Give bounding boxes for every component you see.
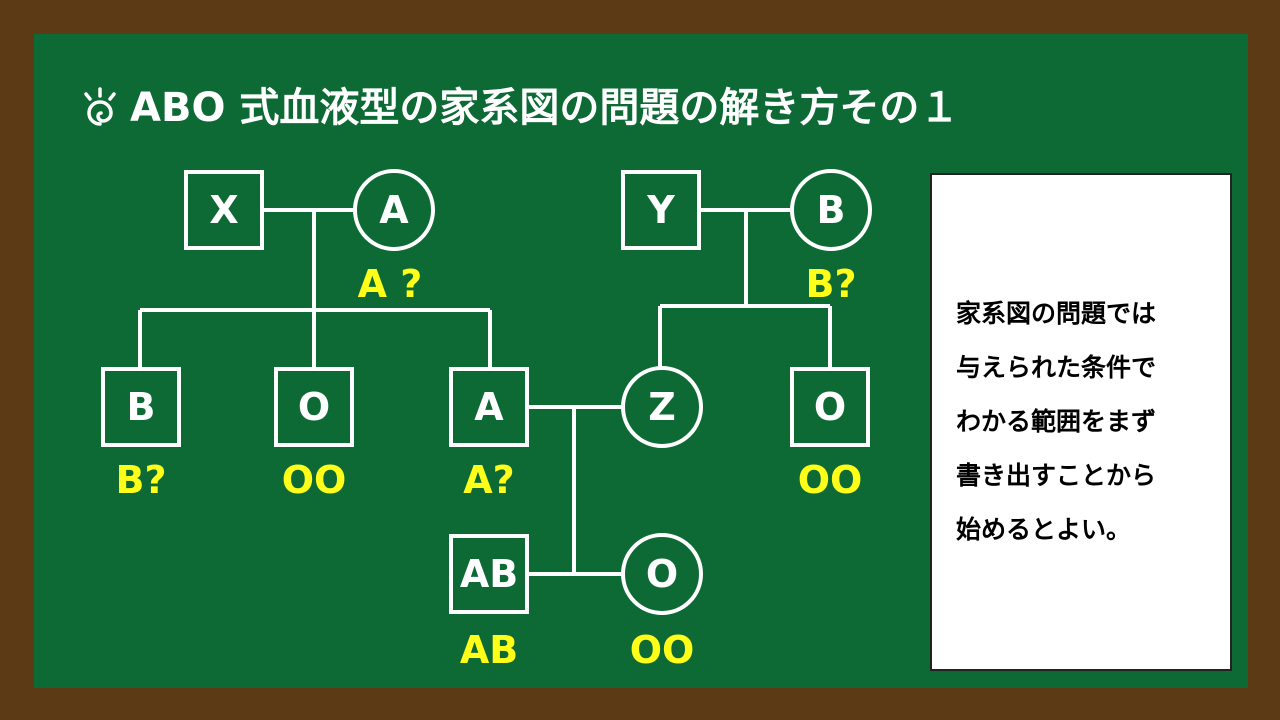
hint-box: 家系図の問題では 与えられた条件で わかる範囲をまず 書き出すことから 始めると… [930, 173, 1232, 671]
genotype-b-grandmother: B? [805, 262, 857, 306]
idea-spiral-icon [84, 87, 116, 126]
title-text: ABO 式血液型の家系図の問題の解き方その１ [130, 85, 960, 131]
genotype-child-a: A? [463, 458, 515, 502]
genotype-grandchild-o: OO [629, 628, 695, 672]
page-title: ABO 式血液型の家系図の問題の解き方その１ [78, 78, 1208, 138]
hint-line: 書き出すことから [956, 461, 1157, 490]
individual-z: Z [621, 366, 703, 448]
hint-line: 与えられた条件で [956, 353, 1157, 382]
individual-b-grandmother: B [790, 169, 872, 251]
genotype-a-grandmother: A ? [357, 262, 423, 306]
hint-line: わかる範囲をまず [956, 407, 1157, 436]
individual-y: Y [621, 170, 701, 250]
individual-x: X [184, 170, 264, 250]
genotype-child-o1: OO [281, 458, 347, 502]
individual-child-o2: O [790, 367, 870, 447]
genotype-grandchild-ab: AB [459, 628, 519, 672]
hint-line: 始めるとよい。 [956, 515, 1132, 544]
genotype-child-b: B? [115, 458, 167, 502]
individual-child-o1: O [274, 367, 354, 447]
genotype-child-o2: OO [797, 458, 863, 502]
individual-child-b: B [101, 367, 181, 447]
individual-a-grandmother: A [353, 169, 435, 251]
individual-child-a: A [449, 367, 529, 447]
hint-line: 家系図の問題では [956, 299, 1157, 328]
individual-grandchild-o: O [621, 533, 703, 615]
individual-grandchild-ab: AB [449, 534, 529, 614]
